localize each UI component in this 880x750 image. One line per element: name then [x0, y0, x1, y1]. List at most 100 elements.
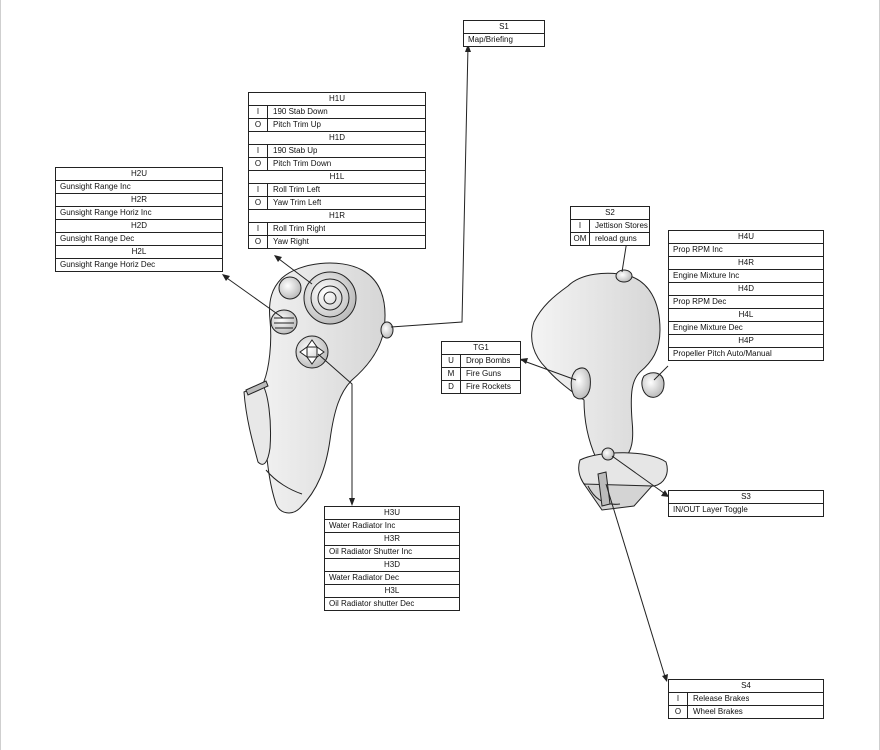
h1u-val-o: Pitch Trim Up: [273, 120, 322, 129]
h4r-row: Engine Mixture Inc: [669, 270, 823, 283]
h4p-header: H4P: [669, 335, 823, 348]
h1u-key-i: I: [249, 106, 268, 118]
h1d-key-i: I: [249, 145, 268, 157]
leader-h4: [653, 365, 669, 381]
s4-row-o: O Wheel Brakes: [669, 706, 823, 718]
h2r-text: Gunsight Range Horiz Inc: [60, 208, 152, 217]
s3-text: IN/OUT Layer Toggle: [673, 505, 748, 514]
lever-s4-icon: [597, 471, 611, 507]
knob-icon: [278, 276, 302, 300]
h1d-val-o: Pitch Trim Down: [273, 159, 332, 168]
leader-h1: [274, 255, 313, 285]
h2l-text: Gunsight Range Horiz Dec: [60, 260, 156, 269]
s4-key-i: I: [669, 693, 688, 705]
h4-label-box: H4U Prop RPM Inc H4R Engine Mixture Inc …: [668, 230, 824, 361]
s2-key-i: I: [571, 220, 590, 232]
h4p-text: Propeller Pitch Auto/Manual: [673, 349, 772, 358]
s2-header: S2: [571, 207, 649, 220]
h2u-text: Gunsight Range Inc: [60, 182, 131, 191]
s1-header: S1: [464, 21, 544, 34]
h4r-header: H4R: [669, 257, 823, 270]
tg1-key-d: D: [442, 381, 461, 393]
h1u-row-i: I 190 Stab Down: [249, 106, 425, 119]
h4p-row: Propeller Pitch Auto/Manual: [669, 348, 823, 360]
h3r-row: Oil Radiator Shutter Inc: [325, 546, 459, 559]
switch-s3-icon: [601, 447, 615, 461]
leader-lines: [223, 45, 669, 681]
h1l-key-o: O: [249, 197, 268, 209]
h4l-text: Engine Mixture Dec: [673, 323, 743, 332]
h4u-header: H4U: [669, 231, 823, 244]
h4d-header: H4D: [669, 283, 823, 296]
h1r-val-i: Roll Trim Right: [273, 224, 326, 233]
s4-header: S4: [669, 680, 823, 693]
leader-s4: [605, 483, 667, 681]
s1-row: Map/Briefing: [464, 34, 544, 46]
s2-key-om: OM: [571, 233, 590, 245]
h1l-val-i: Roll Trim Left: [273, 185, 321, 194]
leader-h3: [317, 353, 353, 504]
h3d-header: H3D: [325, 559, 459, 572]
h1d-row-i: I 190 Stab Up: [249, 145, 425, 158]
leader-h2: [223, 275, 284, 319]
joystick-grip: [243, 262, 394, 514]
h3-label-box: H3U Water Radiator Inc H3R Oil Radiator …: [324, 506, 460, 611]
h1u-header: H1U: [249, 93, 425, 106]
h1r-val-o: Yaw Right: [273, 237, 309, 246]
h2r-header: H2R: [56, 194, 222, 207]
h2r-row: Gunsight Range Horiz Inc: [56, 207, 222, 220]
s4-label-box: S4 I Release Brakes O Wheel Brakes: [668, 679, 824, 719]
hat-h3-icon: [295, 335, 329, 369]
h4r-text: Engine Mixture Inc: [673, 271, 740, 280]
hat-h1-icon: [303, 271, 357, 325]
leader-s3: [611, 455, 669, 497]
h2u-header: H2U: [56, 168, 222, 181]
h1d-val-i: 190 Stab Up: [273, 146, 318, 155]
hat-h4-icon: [641, 372, 665, 398]
h1l-header: H1L: [249, 171, 425, 184]
h4l-header: H4L: [669, 309, 823, 322]
h3r-text: Oil Radiator Shutter Inc: [329, 547, 413, 556]
s4-val-o: Wheel Brakes: [693, 707, 743, 716]
s3-row: IN/OUT Layer Toggle: [669, 504, 823, 516]
h1u-key-o: O: [249, 119, 268, 131]
throttle-grip: [531, 269, 668, 511]
h3l-row: Oil Radiator shutter Dec: [325, 598, 459, 610]
h3d-text: Water Radiator Dec: [329, 573, 399, 582]
h3r-header: H3R: [325, 533, 459, 546]
h2d-header: H2D: [56, 220, 222, 233]
tg1-key-m: M: [442, 368, 461, 380]
s1-text: Map/Briefing: [468, 35, 513, 44]
tg1-key-u: U: [442, 355, 461, 367]
s4-row-i: I Release Brakes: [669, 693, 823, 706]
h3u-text: Water Radiator Inc: [329, 521, 396, 530]
h1d-header: H1D: [249, 132, 425, 145]
h2-label-box: H2U Gunsight Range Inc H2R Gunsight Rang…: [55, 167, 223, 272]
h2l-row: Gunsight Range Horiz Dec: [56, 259, 222, 271]
h1u-val-i: 190 Stab Down: [273, 107, 328, 116]
s4-key-o: O: [669, 706, 688, 718]
tg1-header: TG1: [442, 342, 520, 355]
s4-val-i: Release Brakes: [693, 694, 750, 703]
h3l-text: Oil Radiator shutter Dec: [329, 599, 415, 608]
s1-label-box: S1 Map/Briefing: [463, 20, 545, 47]
button-s1-icon: [380, 321, 394, 339]
h2u-row: Gunsight Range Inc: [56, 181, 222, 194]
h4u-row: Prop RPM Inc: [669, 244, 823, 257]
hat-h2-icon: [270, 309, 298, 335]
h2d-text: Gunsight Range Dec: [60, 234, 135, 243]
tg1-val-d: Fire Rockets: [466, 382, 511, 391]
trigger-tg1-icon: [570, 367, 591, 400]
s2-val-om: reload guns: [595, 234, 637, 243]
h3d-row: Water Radiator Dec: [325, 572, 459, 585]
